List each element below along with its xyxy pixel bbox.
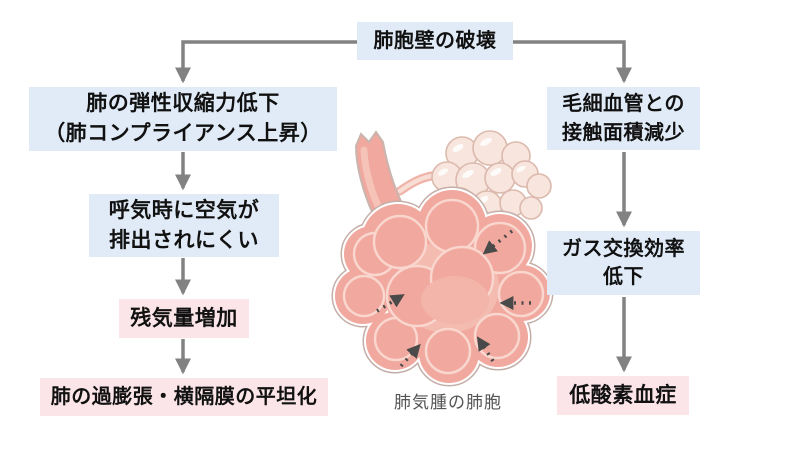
alveolus-inner-detail — [342, 198, 545, 375]
inward-arrows — [376, 229, 531, 368]
inward-arrow-bottom-left — [399, 343, 421, 368]
node-air-hard-to-exhale-line1: 呼気時に空気が — [108, 198, 260, 222]
node-alveolar-wall-destruction: 肺胞壁の破壊 — [357, 22, 513, 60]
illustration-caption: 肺気腫の肺胞 — [394, 392, 502, 412]
node-hypoxemia: 低酸素血症 — [557, 376, 689, 415]
healthy-alveoli-cluster — [431, 130, 552, 237]
node-gas-exchange-line1: ガス交換効率 — [562, 237, 685, 260]
node-capillary-contact-line1: 毛細血管との — [562, 93, 685, 116]
cluster-highlights — [438, 137, 526, 204]
node-hyperinflation-flat-diaphragm: 肺の過膨張・横隔膜の平坦化 — [40, 378, 328, 416]
node-capillary-contact-line2: 接触面積減少 — [562, 121, 685, 144]
inward-arrow-top-right — [482, 229, 514, 255]
node-elastic-recoil-decrease: 肺の弾性収縮力低下 （肺コンプライアンス上昇） — [29, 87, 337, 151]
node-air-hard-to-exhale-line2: 排出されにくい — [108, 228, 260, 252]
connector-root-to-right1 — [513, 40, 633, 84]
node-residual-volume-increase: 残気量増加 — [119, 299, 249, 338]
emphysema-alveolus-body — [335, 190, 550, 383]
emphysema-alveolus-outline — [331, 186, 554, 387]
bronchiole — [354, 130, 440, 267]
inward-arrow-left — [376, 294, 405, 313]
connector-root-to-left1 — [174, 40, 357, 84]
node-gas-exchange-line2: 低下 — [603, 266, 644, 288]
alveolar-duct — [395, 170, 457, 196]
node-air-hard-to-exhale: 呼気時に空気が 排出されにくい — [89, 194, 279, 257]
node-gas-exchange-decline: ガス交換効率 低下 — [547, 231, 700, 295]
node-capillary-contact-decrease: 毛細血管との 接触面積減少 — [547, 87, 700, 150]
emphysema-alveolus-rim — [333, 188, 552, 385]
inward-arrow-bottom-right — [476, 336, 495, 362]
node-elastic-recoil-line2: （肺コンプライアンス上昇） — [44, 122, 322, 145]
node-elastic-recoil-line1: 肺の弾性収縮力低下 — [86, 92, 280, 116]
